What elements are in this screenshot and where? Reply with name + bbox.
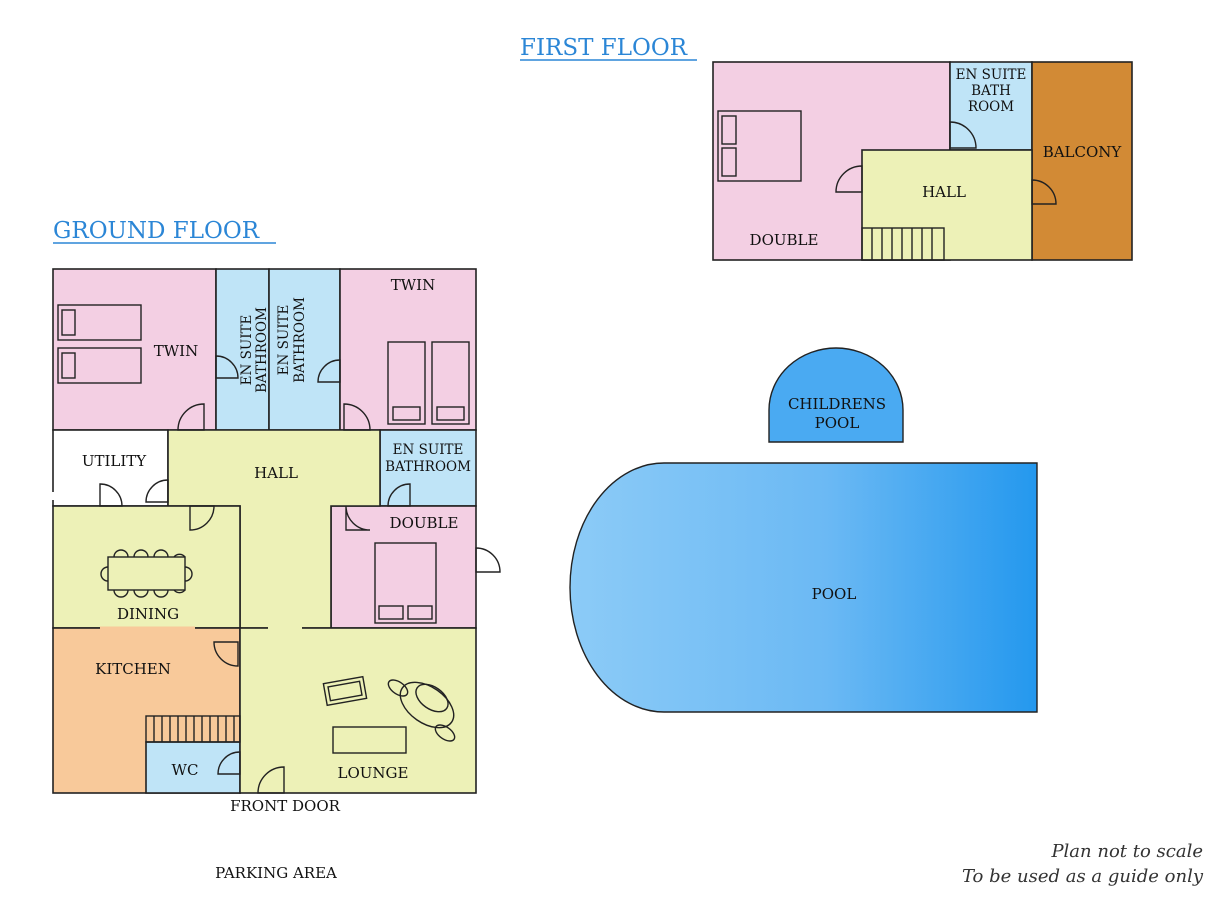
gf-ensuite-b-label-2: BATHROOM: [292, 297, 308, 383]
ff-double-label: DOUBLE: [750, 231, 819, 249]
gf-twin-left-beds: [57, 304, 142, 384]
gf-double-bed: [374, 542, 437, 624]
gf-double-label: DOUBLE: [390, 514, 459, 532]
main-pool: [569, 462, 1038, 713]
scale-note-line2: To be used as a guide only: [962, 866, 1204, 887]
gf-utility-label: UTILITY: [82, 452, 147, 470]
gf-door-double: [345, 505, 371, 531]
ff-door-double: [835, 165, 863, 193]
gf-lounge-furniture: [322, 675, 456, 754]
childrens-pool-label-2: POOL: [815, 414, 860, 432]
gf-ensuite-c-room: [379, 429, 477, 507]
ff-ensuite-label-2: BATH: [971, 83, 1011, 99]
gf-ensuite-a-label-2: BATHROOM: [254, 307, 270, 393]
ff-door-balcony: [1031, 179, 1057, 205]
gf-ensuite-c-label-1: EN SUITE: [393, 442, 464, 458]
scale-note-line1: Plan not to scale: [1050, 841, 1203, 862]
gf-wc-label: WC: [172, 761, 199, 779]
pools: CHILDRENS POOL POOL: [569, 347, 1038, 713]
gf-lounge-label: LOUNGE: [338, 764, 409, 782]
ff-door-ensuite: [949, 121, 977, 149]
gf-twin-right-beds: [387, 341, 470, 425]
ff-ensuite-label-1: EN SUITE: [956, 67, 1027, 83]
gf-door-kitchen: [213, 641, 239, 667]
gf-lounge-room: [239, 627, 477, 794]
ff-balcony-label: BALCONY: [1043, 143, 1123, 161]
gf-door-ensuite-c: [387, 483, 411, 507]
gf-twin-right-label: TWIN: [391, 276, 435, 294]
childrens-pool-label-1: CHILDRENS: [788, 395, 886, 413]
gf-door-front: [257, 766, 285, 794]
gf-front-door-label: FRONT DOOR: [230, 797, 341, 815]
first-floor-plan: DOUBLE EN SUITE BATH ROOM HALL BALCONY: [712, 61, 1133, 261]
gf-ensuite-c-label-2: BATHROOM: [385, 459, 471, 475]
gf-door-twin-left: [177, 403, 205, 431]
gf-door-outside: [475, 547, 501, 573]
childrens-pool: [768, 347, 904, 443]
gf-door-utility-1: [99, 483, 123, 507]
ground-floor-plan: TWIN EN SUITE BATHROOM EN SUITE BATHROOM…: [51, 268, 501, 882]
ff-ensuite-label-3: ROOM: [968, 99, 1014, 115]
main-pool-label: POOL: [812, 585, 857, 603]
gf-door-ensuite-a: [215, 355, 239, 379]
ff-stairs: [861, 227, 945, 261]
gf-ensuite-a-label-1: EN SUITE: [239, 315, 255, 386]
gf-dining-label: DINING: [117, 605, 179, 623]
gf-dining-room: [52, 505, 241, 629]
ff-hall: [861, 149, 1033, 261]
ff-hall-label: HALL: [922, 183, 966, 201]
gf-dining-table: [100, 549, 193, 598]
ground-floor-title: GROUND FLOOR: [53, 218, 260, 244]
first-floor-title: FIRST FLOOR: [520, 35, 688, 61]
gf-door-wc: [217, 751, 241, 775]
gf-door-ensuite-b: [317, 359, 341, 383]
ff-balcony: [1031, 61, 1133, 261]
ff-double-bed: [717, 110, 802, 182]
gf-hall-label: HALL: [254, 464, 298, 482]
gf-door-utility-2: [145, 479, 169, 503]
gf-door-dining: [189, 505, 215, 531]
gf-ensuite-b-label-1: EN SUITE: [276, 305, 292, 376]
gf-stairs: [145, 715, 241, 743]
gf-kitchen-label: KITCHEN: [95, 660, 171, 678]
gf-door-twin-right: [343, 403, 371, 431]
gf-parking-label: PARKING AREA: [215, 864, 337, 882]
gf-ensuite-a-room: [215, 268, 270, 431]
gf-twin-right-room: [339, 268, 477, 431]
ff-ensuite-room: [949, 61, 1033, 151]
gf-twin-left-label: TWIN: [154, 342, 198, 360]
